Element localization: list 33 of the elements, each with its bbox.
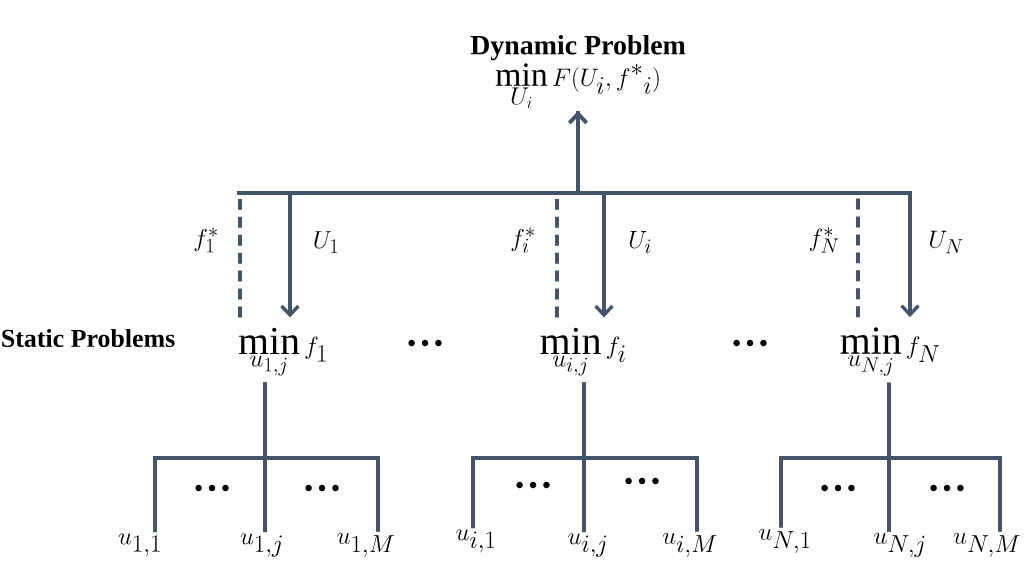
ellipsis: …	[305, 484, 339, 492]
ellipsis: …	[195, 484, 229, 492]
problem-formula: Dynamic Problem $\min_{U_i} F(U_i, {f^{*}}_{i})$	[470, 34, 686, 109]
arrow	[576, 111, 920, 318]
variable-label: $u_{1,j}$	[240, 533, 282, 557]
problem-formula: $\min_{u_{i,j}} f_i$	[540, 327, 625, 376]
ellipsis: …	[821, 484, 855, 492]
variable-label: $u_{N,1}$	[759, 528, 810, 553]
edge-label: $f_1^{*}$	[192, 226, 220, 254]
ellipsis: …	[930, 484, 964, 492]
ellipsis: …	[408, 339, 442, 347]
variable-label: $u_{N,M}$	[953, 532, 1020, 557]
side-label: Static Problems	[2, 328, 175, 348]
edge-label: $U_N$	[927, 229, 965, 255]
variable-label: $u_{i,M}$	[662, 532, 717, 557]
tree-line	[887, 382, 1002, 532]
variable-label: $u_{1,M}$	[337, 532, 394, 557]
problem-formula: $\min_{u_{1,j}} f_1$	[238, 327, 326, 376]
edge-label: $U_i$	[627, 230, 653, 254]
problem-formula: $\min_{u_{N,j}} f_N$	[840, 327, 940, 376]
ellipsis: …	[733, 339, 767, 347]
variable-label: $u_{1,1}$	[118, 533, 160, 557]
edge-label: $f_i^{*}$	[509, 226, 537, 254]
edge-label: $f_N^{*}$	[807, 226, 841, 254]
tree-line	[582, 382, 699, 532]
edge-label: $U_1$	[311, 230, 341, 254]
tree-line	[263, 382, 380, 532]
ellipsis: …	[625, 477, 659, 485]
arrow	[568, 111, 860, 318]
ellipsis: …	[516, 481, 550, 489]
variable-label: $u_{i,j}$	[568, 533, 607, 557]
variable-label: $u_{N,j}$	[874, 532, 925, 558]
variable-label: $u_{i,1}$	[456, 529, 494, 553]
